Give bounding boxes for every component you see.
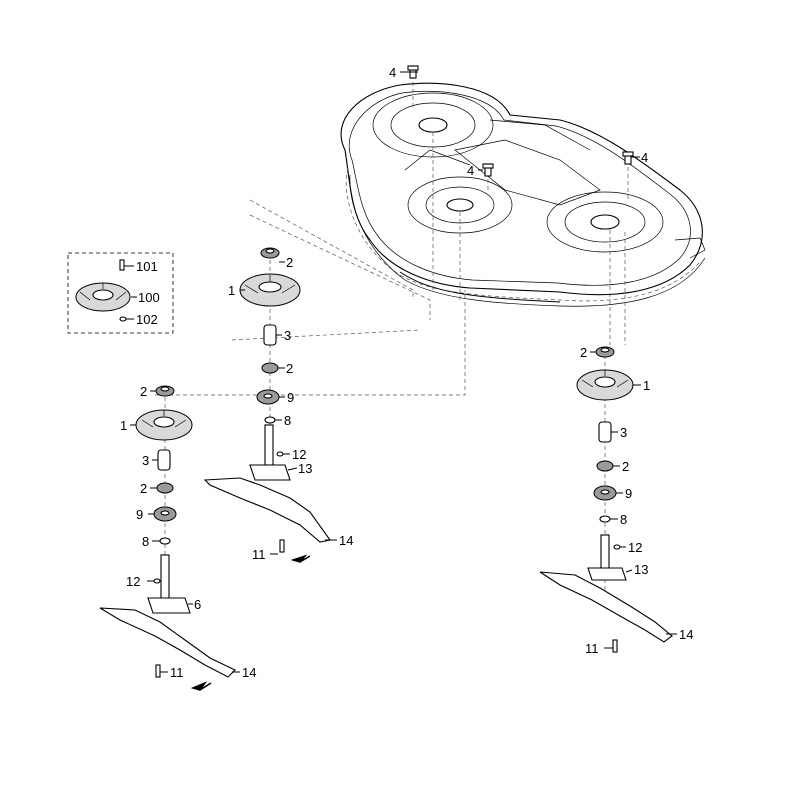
label-100: 100 xyxy=(138,290,160,305)
label-2-left-top: 2 xyxy=(140,384,147,399)
label-1-left: 1 xyxy=(120,418,127,433)
label-4-top: 4 xyxy=(389,65,396,80)
label-6-left: 6 xyxy=(194,597,201,612)
label-13-right: 13 xyxy=(634,562,648,577)
part-labels: 4 4 4 101 100 102 2 1 3 2 9 8 12 13 14 1… xyxy=(120,65,693,680)
label-9-right: 9 xyxy=(625,486,632,501)
label-8-right: 8 xyxy=(620,512,627,527)
deck-bolt-middle xyxy=(482,163,494,177)
label-11-left: 11 xyxy=(170,665,184,680)
label-3-left: 3 xyxy=(142,453,149,468)
label-12-left: 12 xyxy=(126,574,140,589)
label-1-right: 1 xyxy=(643,378,650,393)
label-12-right: 12 xyxy=(628,540,642,555)
label-2-center-top: 2 xyxy=(286,255,293,270)
label-14-center: 14 xyxy=(339,533,353,548)
label-14-right: 14 xyxy=(679,627,693,642)
label-11-center: 11 xyxy=(252,547,266,562)
leader-lines xyxy=(124,71,677,673)
spare-parts-inset xyxy=(67,252,174,334)
assembly-guide-lines xyxy=(155,75,629,610)
label-12-center: 12 xyxy=(292,447,306,462)
label-8-center: 8 xyxy=(284,413,291,428)
label-1-center: 1 xyxy=(228,283,235,298)
label-3-right: 3 xyxy=(620,425,627,440)
label-2-left: 2 xyxy=(140,481,147,496)
label-8-left: 8 xyxy=(142,534,149,549)
deck-bolt-right xyxy=(622,151,634,165)
label-13-center: 13 xyxy=(298,461,312,476)
pulley-assembly-right xyxy=(539,346,673,653)
label-4-middle: 4 xyxy=(467,163,474,178)
pulley-assembly-center xyxy=(203,247,331,553)
label-2-center: 2 xyxy=(286,361,293,376)
label-2-right: 2 xyxy=(622,459,629,474)
label-11-right: 11 xyxy=(585,641,599,656)
label-102: 102 xyxy=(136,312,158,327)
rotation-arrow-icons xyxy=(190,554,311,691)
label-3-center: 3 xyxy=(284,328,291,343)
label-9-center: 9 xyxy=(287,390,294,405)
pulley-assembly-left xyxy=(99,385,236,678)
mower-deck-housing xyxy=(340,82,706,307)
label-9-left: 9 xyxy=(136,507,143,522)
label-2-right-top: 2 xyxy=(580,345,587,360)
label-101: 101 xyxy=(136,259,158,274)
label-4-right: 4 xyxy=(641,150,648,165)
label-14-left: 14 xyxy=(242,665,256,680)
